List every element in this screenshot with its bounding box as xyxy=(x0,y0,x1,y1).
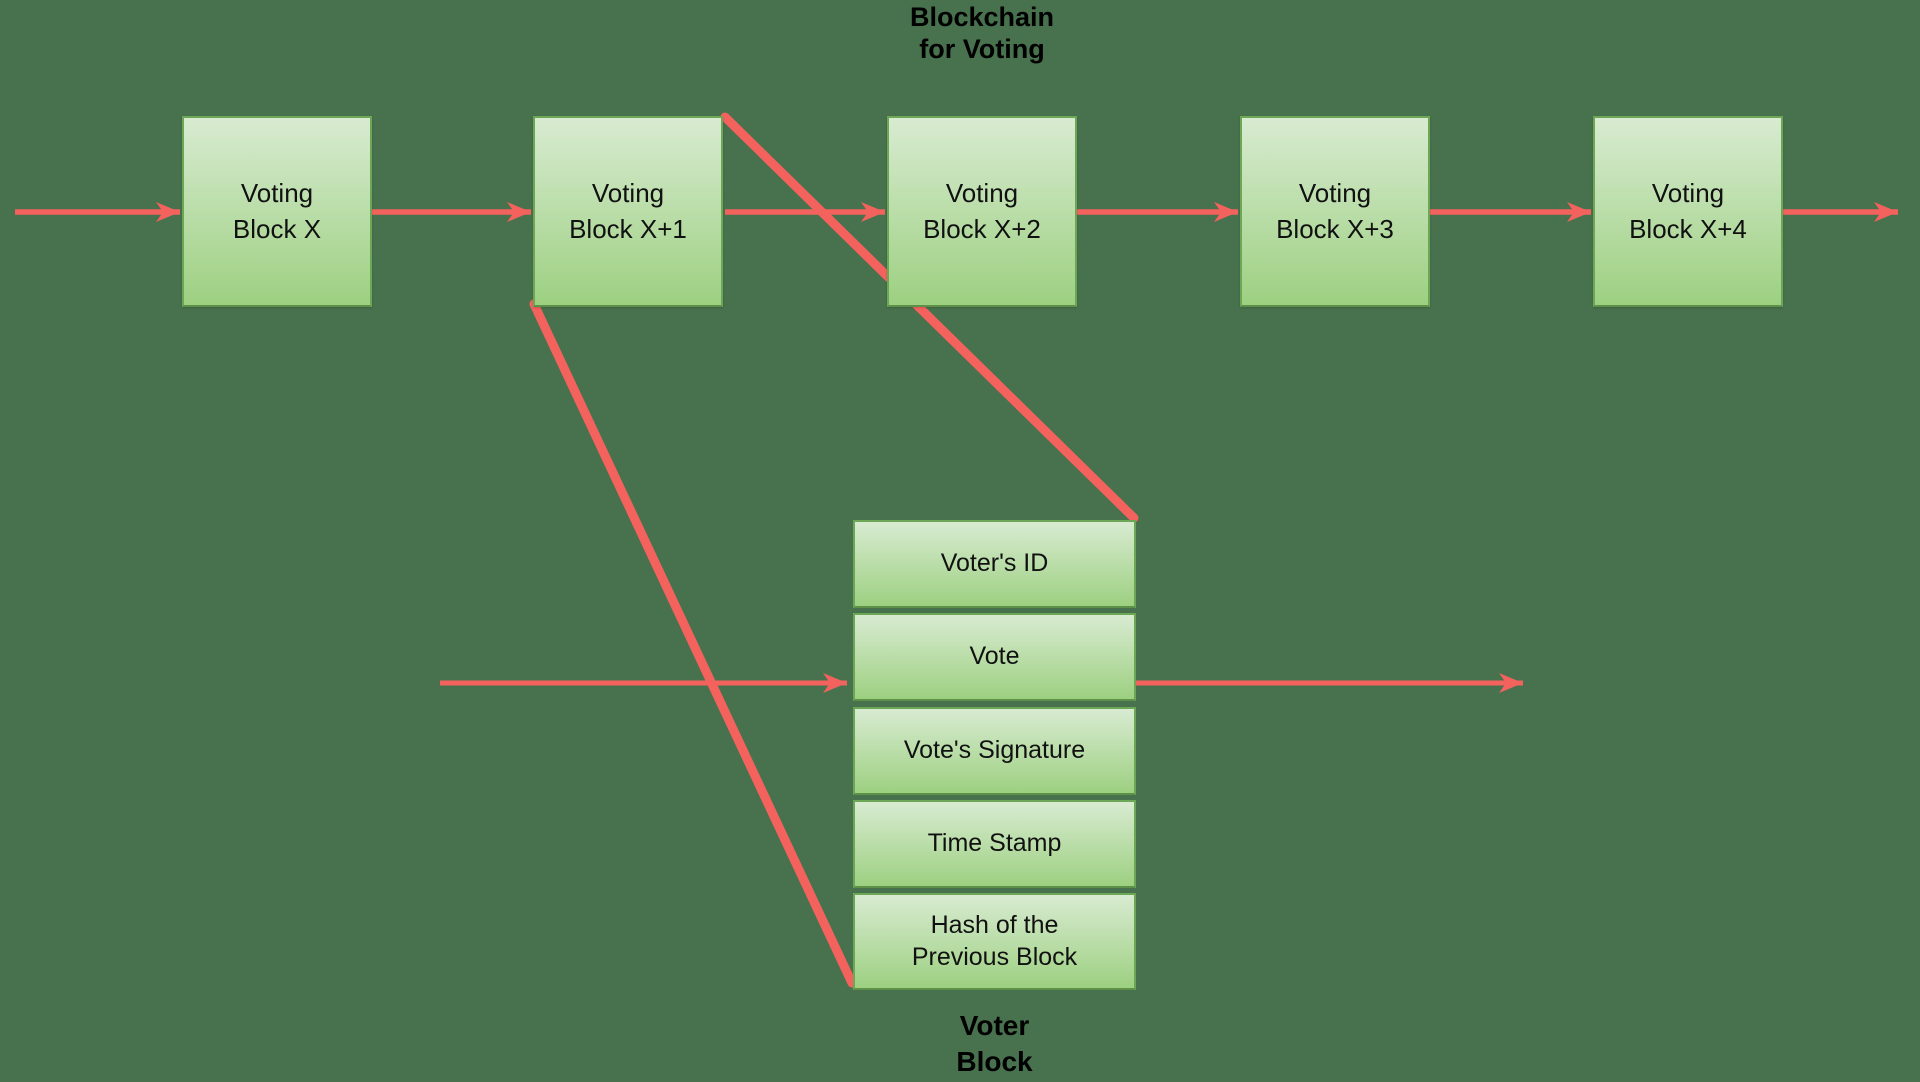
voter-cell-vote: Vote xyxy=(853,613,1136,701)
chain-block-x-label: Voting Block X xyxy=(232,178,322,244)
chain-block-x2: Voting Block X+2 xyxy=(887,116,1077,307)
voter-block: Voter's ID Vote Vote's Signature Time St… xyxy=(853,520,1136,990)
chain-block-x1-label: Voting Block X+1 xyxy=(569,178,687,244)
voter-cell-hash-previous-block-label: Hash of the Previous Block xyxy=(911,911,1078,971)
voter-cell-time-stamp-label: Time Stamp xyxy=(927,829,1062,858)
diagram-title: Blockchain for Voting xyxy=(909,2,1055,64)
voter-cell-time-stamp: Time Stamp xyxy=(853,800,1136,888)
voter-cell-voters-id-label: Voter's ID xyxy=(940,549,1049,578)
voter-link-line-lower xyxy=(529,299,857,988)
chain-block-x4: Voting Block X+4 xyxy=(1593,116,1783,307)
chain-block-x1: Voting Block X+1 xyxy=(533,116,723,307)
chain-block-x3: Voting Block X+3 xyxy=(1240,116,1430,307)
voter-cell-vote-label: Vote xyxy=(969,642,1020,671)
chain-block-x: Voting Block X xyxy=(182,116,372,307)
chain-block-x2-label: Voting Block X+2 xyxy=(923,178,1041,244)
voter-cell-voters-id: Voter's ID xyxy=(853,520,1136,608)
voter-cell-hash-previous-block: Hash of the Previous Block xyxy=(853,893,1136,990)
voter-block-label: Voter Block xyxy=(956,1010,1033,1078)
voter-cell-votes-signature-label: Vote's Signature xyxy=(903,736,1086,765)
chain-block-x4-label: Voting Block X+4 xyxy=(1629,178,1747,244)
voter-cell-votes-signature: Vote's Signature xyxy=(853,707,1136,795)
chain-block-x3-label: Voting Block X+3 xyxy=(1276,178,1394,244)
